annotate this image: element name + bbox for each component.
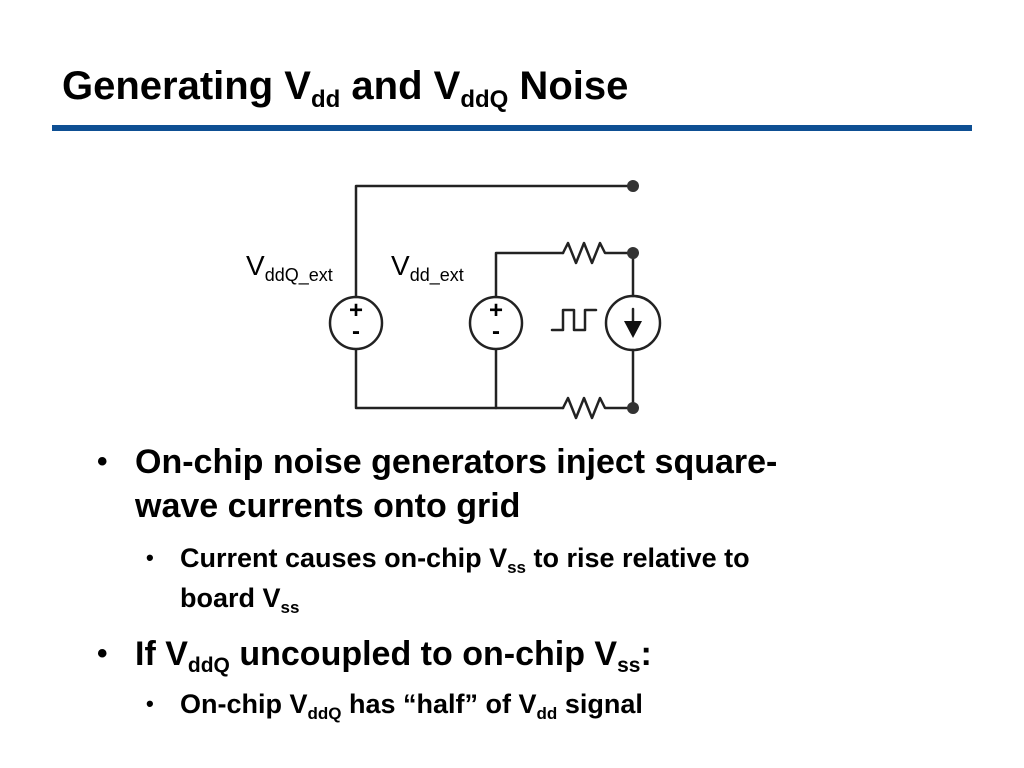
wire-vddq-top [354, 184, 635, 299]
vdd-plus-sign: + [488, 297, 503, 324]
sub-bullet-marker: • [146, 691, 154, 716]
terminal-dot-icon [627, 402, 639, 414]
title-underline [52, 125, 972, 131]
bullet-2: If VddQ uncoupled to on-chip Vss: [135, 635, 652, 677]
resistor-icon [561, 241, 635, 265]
sub-bullet-2: On-chip VddQ has “half” of Vdd signal [180, 689, 643, 723]
sub-bullet-1-line-1: Current causes on-chip Vss to rise relat… [180, 543, 750, 577]
sub-bullet-1-line-2: board Vss [180, 583, 300, 617]
bullet-1-line-1: On-chip noise generators inject square- [135, 443, 778, 481]
vddq-plus-sign: + [348, 297, 363, 324]
wire-vdd-top [494, 251, 565, 299]
terminal-dot-icon [627, 247, 639, 259]
sub-bullet-marker: • [146, 545, 154, 570]
bullet-marker: • [97, 445, 108, 478]
vddq-minus-sign: - [352, 318, 360, 345]
wire-vddq-bottom [354, 348, 565, 410]
voltage-source-icon [468, 295, 524, 351]
resistor-icon [561, 396, 635, 420]
label-vddq-ext: VddQ_ext [246, 250, 333, 285]
bullet-1-line-2: wave currents onto grid [135, 487, 521, 525]
terminal-dot-icon [627, 180, 639, 192]
slide-title: Generating Vdd and VddQ Noise [62, 64, 629, 113]
current-source-icon [604, 294, 662, 352]
bullet-marker: • [97, 637, 108, 670]
square-wave-icon [550, 308, 598, 332]
label-vdd-ext: Vdd_ext [391, 250, 464, 285]
current-arrow-icon [624, 321, 642, 338]
vdd-minus-sign: - [492, 318, 500, 345]
voltage-source-icon [328, 295, 384, 351]
